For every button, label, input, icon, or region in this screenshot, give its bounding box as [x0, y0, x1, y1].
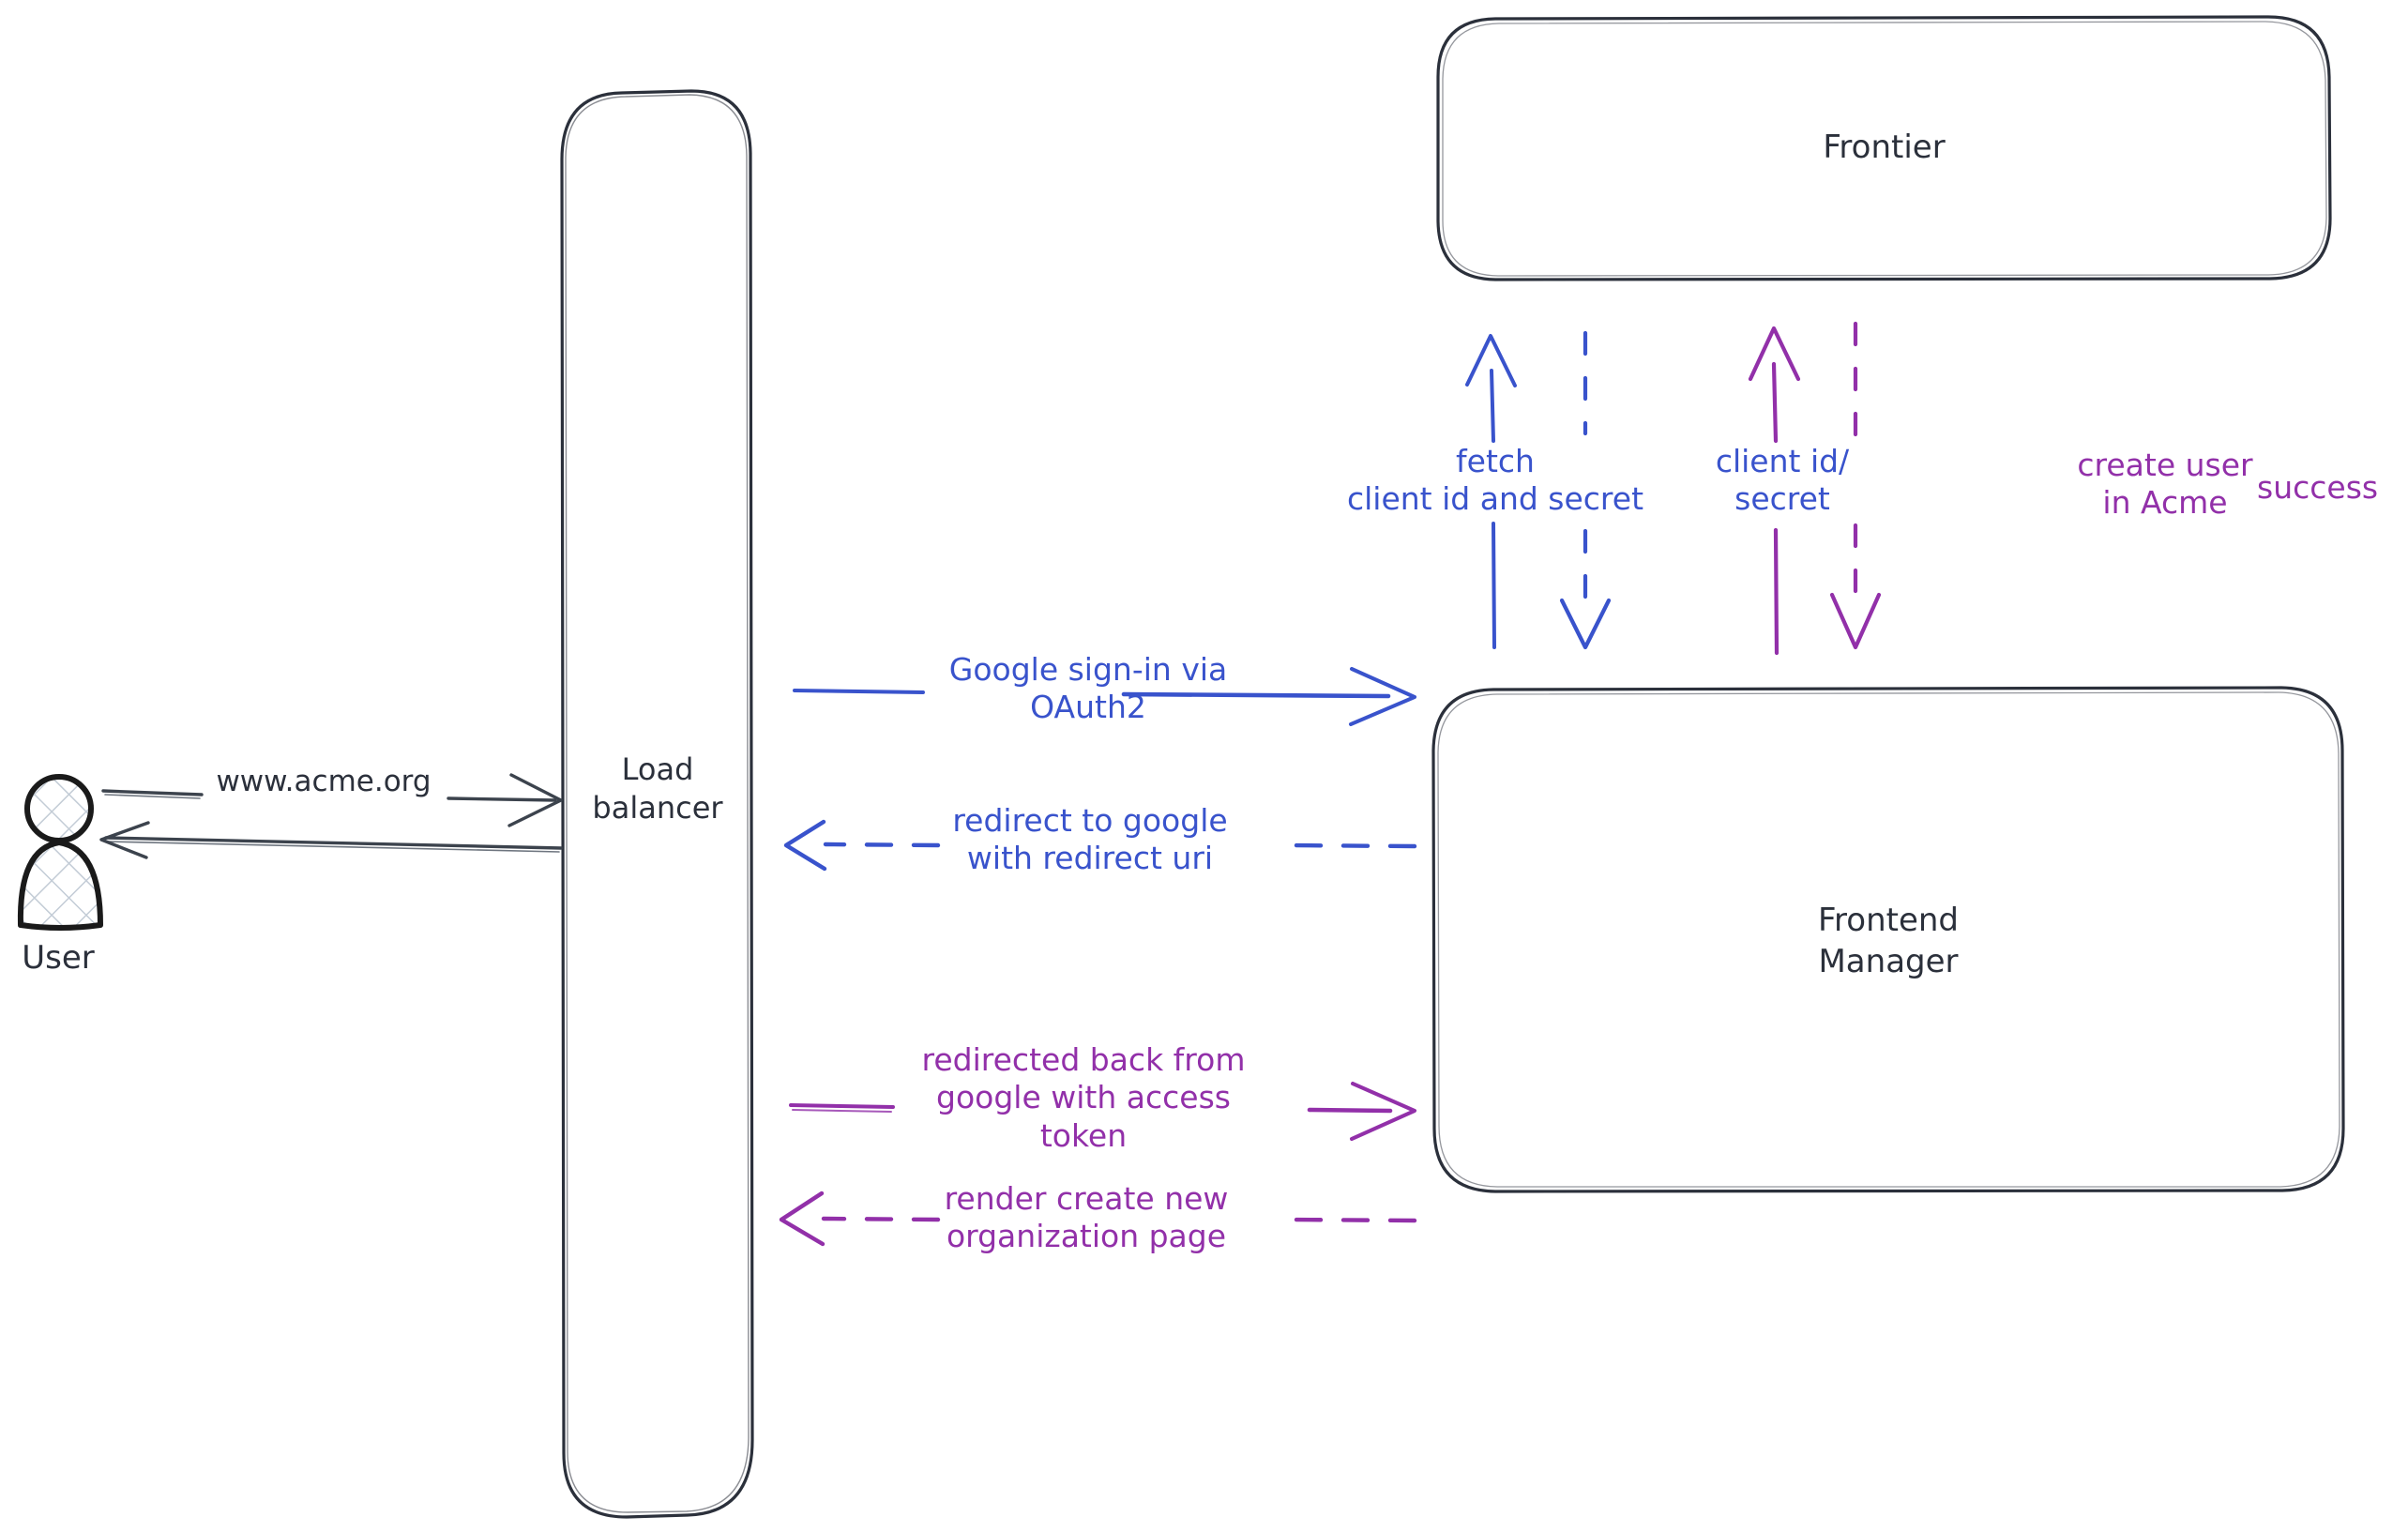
node-frontend-manager[interactable] — [1431, 686, 2345, 1193]
frontier-box-sketch — [1442, 21, 2327, 277]
frontend-manager-box-outline — [1431, 686, 2345, 1193]
edge-fm-to-lb-redirect — [783, 819, 1417, 872]
edge-fm-to-frontier-fetch — [1465, 334, 1517, 649]
edge-fm-to-lb-render — [779, 1191, 1417, 1247]
edge-frontier-to-fm-success — [1829, 321, 1882, 650]
edge-user-to-lb — [101, 773, 563, 827]
load-balancer-box-sketch — [565, 94, 750, 1513]
node-load-balancer[interactable] — [560, 89, 754, 1519]
node-frontier[interactable] — [1436, 15, 2332, 281]
frontier-box-outline — [1436, 15, 2332, 281]
edge-lb-to-fm-token — [789, 1082, 1416, 1141]
frontend-manager-box-sketch — [1437, 691, 2340, 1188]
edge-fm-to-frontier-create-user — [1748, 326, 1801, 656]
edge-frontier-to-fm-creds — [1559, 330, 1612, 650]
edge-lb-to-fm-signin — [793, 667, 1416, 726]
edge-lb-to-user — [99, 821, 563, 859]
person-icon[interactable] — [17, 774, 103, 931]
load-balancer-box-outline — [560, 89, 754, 1519]
